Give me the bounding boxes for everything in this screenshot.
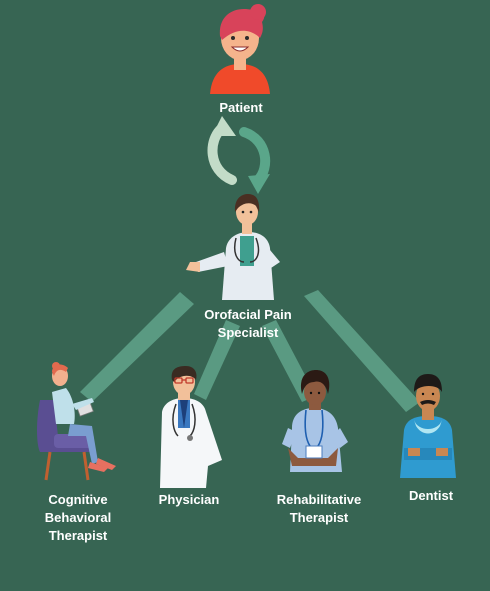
cbt-therapist-label-line: Cognitive bbox=[48, 492, 108, 507]
connector-specialist-cbt bbox=[80, 292, 194, 402]
dentist-label: Dentist bbox=[409, 487, 453, 505]
physician-icon bbox=[160, 366, 222, 488]
connectors bbox=[80, 290, 420, 412]
patient-label: Patient bbox=[219, 99, 262, 117]
patient-icon bbox=[210, 4, 270, 94]
rehab-therapist-icon bbox=[282, 370, 348, 472]
cbt-therapist-label: Cognitive Behavioral Therapist bbox=[45, 491, 111, 545]
cycle-arrows-icon bbox=[207, 116, 271, 194]
specialist-label-line: Orofacial Pain bbox=[204, 307, 292, 322]
patient-label-text: Patient bbox=[219, 100, 263, 115]
connector-specialist-physician bbox=[194, 320, 240, 400]
specialist-label-line: Specialist bbox=[217, 325, 279, 340]
specialist-label: Orofacial Pain Specialist bbox=[204, 306, 291, 342]
dentist-icon bbox=[400, 374, 456, 478]
physician-label-text: Physician bbox=[158, 492, 220, 507]
connector-specialist-dentist bbox=[304, 290, 420, 412]
cbt-therapist-label-line: Behavioral bbox=[44, 510, 112, 525]
dentist-label-text: Dentist bbox=[408, 488, 454, 503]
rehab-therapist-label-line: Therapist bbox=[289, 510, 349, 525]
specialist-icon bbox=[186, 194, 280, 300]
physician-label: Physician bbox=[159, 491, 220, 509]
cbt-therapist-label-line: Therapist bbox=[48, 528, 108, 543]
rehab-therapist-label: Rehabilitative Therapist bbox=[277, 491, 362, 527]
rehab-therapist-label-line: Rehabilitative bbox=[276, 492, 362, 507]
cbt-therapist-icon bbox=[37, 362, 116, 481]
